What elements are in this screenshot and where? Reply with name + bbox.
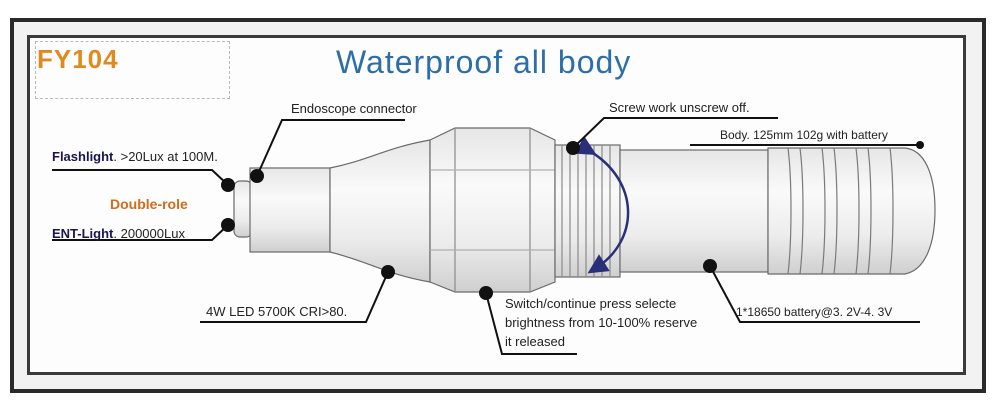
- leader-ent: [52, 224, 229, 241]
- label-flashlight-strong: Flashlight: [52, 149, 114, 164]
- label-screw: Screw work unscrew off.: [609, 100, 750, 115]
- lens-tip: [233, 180, 253, 238]
- dot-led: [381, 265, 395, 279]
- screw-rotation-arrow: [574, 136, 630, 274]
- dot-screw: [566, 141, 580, 155]
- label-flashlight-rest: . >20Lux at 100M.: [113, 149, 218, 164]
- label-double-role: Double-role: [110, 196, 188, 212]
- dot-battery: [703, 259, 717, 273]
- label-ent-rest: . 200000Lux: [113, 226, 185, 241]
- leader-battery: [709, 265, 920, 323]
- battery-tube: [619, 149, 769, 273]
- flashlight-illustration: [233, 127, 936, 293]
- label-switch-line2: brightness from 10-100% reserve: [505, 315, 698, 330]
- label-battery: 1*18650 battery@3. 2V-4. 3V: [736, 305, 893, 319]
- leader-led: [200, 271, 389, 323]
- label-endoscope-connector: Endoscope connector: [291, 101, 417, 116]
- leader-screw: [572, 117, 778, 149]
- dot-switch: [479, 286, 493, 300]
- model-box: [35, 41, 230, 99]
- dot-flashlight: [221, 178, 235, 192]
- dot-body: [916, 141, 924, 149]
- leader-switch: [485, 292, 577, 355]
- label-ent-strong: ENT-Light: [52, 226, 114, 241]
- hex-nut: [429, 127, 556, 293]
- dot-ent: [221, 218, 235, 232]
- label-body: Body. 125mm 102g with battery: [720, 128, 888, 142]
- label-switch-line3: it released: [505, 334, 565, 349]
- front-collar: [249, 167, 331, 253]
- label-flashlight: Flashlight. >20Lux at 100M.: [52, 149, 218, 165]
- dot-endoscope: [250, 169, 264, 183]
- diagram-title: Waterproof all body: [336, 44, 632, 80]
- leader-endoscope: [256, 119, 405, 177]
- leader-flashlight: [52, 169, 229, 186]
- label-led: 4W LED 5700K CRI>80.: [206, 304, 348, 319]
- tail-cap: [767, 147, 936, 275]
- label-ent-light: ENT-Light. 200000Lux: [52, 226, 185, 242]
- label-switch-line1: Switch/continue press selecte: [505, 296, 677, 311]
- model-number: FY104: [37, 44, 119, 74]
- cone-neck: [329, 139, 431, 283]
